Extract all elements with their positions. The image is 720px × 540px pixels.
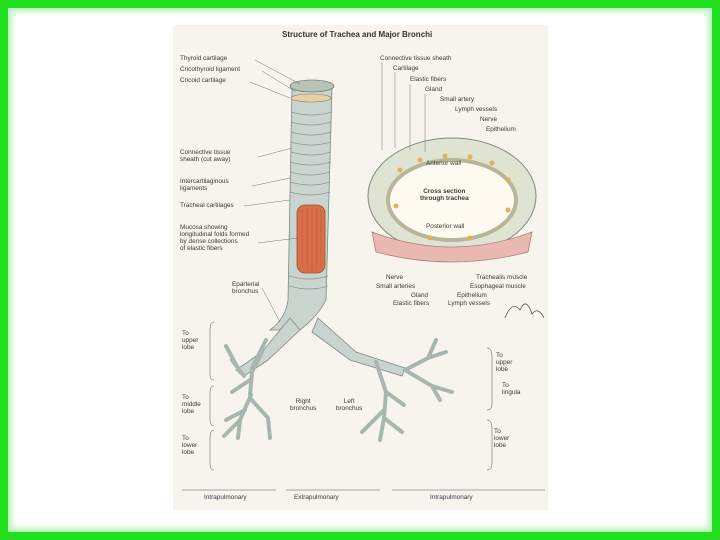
label-small-artery: Small artery	[440, 96, 475, 103]
cross-section-lumen	[386, 158, 518, 242]
illustration-plate	[173, 25, 548, 510]
cricoid-cartilage	[290, 93, 332, 103]
leader-lines	[243, 59, 426, 323]
glands	[393, 153, 511, 241]
label-cricoid-cartilage: Cricoid cartilage	[180, 77, 226, 84]
label-lymph-top: Lymph vessels	[455, 106, 498, 113]
label-connective-sheath: Connective tissue sheath (cut away)	[180, 149, 231, 163]
label-mucosa: Mucosa showing longitudinal folds formed…	[180, 224, 250, 252]
label-cricothyroid-ligament: Cricothyroid ligament	[180, 66, 241, 73]
mucosa-folds	[301, 207, 322, 272]
label-eparterial-bronchus: Eparterial bronchus	[232, 281, 260, 295]
posterior-wall	[371, 231, 533, 263]
label-gland-top: Gland	[425, 86, 443, 93]
label-right-upper-lobe: To upper lobe	[496, 352, 513, 373]
label-elastic-fibers-top: Elastic fibers	[410, 76, 447, 83]
label-left-upper-lobe: To upper lobe	[182, 330, 199, 351]
label-sheath: Connective tissue sheath	[380, 55, 452, 62]
label-lymph-bottom: Lymph vessels	[448, 300, 491, 307]
label-posterior-wall: Posterior wall	[426, 223, 465, 230]
label-intrapulmonary-right: Intrapulmonary	[430, 494, 473, 501]
label-cartilage: Cartilage	[393, 65, 419, 72]
label-trachealis-muscle: Trachealis muscle	[476, 274, 528, 281]
label-anterior-wall: Anterior wall	[426, 160, 462, 167]
right-bronchus	[235, 317, 301, 377]
bronchial-branches	[222, 338, 454, 442]
label-nerve-bottom: Nerve	[386, 274, 404, 281]
label-middle-lobe: To middle lobe	[182, 394, 201, 415]
label-nerve-top: Nerve	[480, 116, 498, 123]
brackets	[182, 321, 545, 491]
label-gland-bottom: Gland	[411, 292, 429, 299]
label-right-bronchus: Right bronchus	[290, 398, 317, 412]
label-intrapulmonary-left: Intrapulmonary	[204, 494, 247, 501]
mucosa-window	[296, 204, 326, 274]
label-left-lower-lobe: To lower lobe	[182, 435, 198, 456]
label-left-bronchus: Left bronchus	[336, 398, 363, 412]
page-title: Structure of Trachea and Major Bronchi	[282, 30, 433, 39]
label-extrapulmonary: Extrapulmonary	[294, 494, 339, 501]
label-epithelium-top: Epithelium	[486, 126, 516, 133]
label-tracheal-cartilages: Tracheal cartilages	[180, 202, 234, 209]
netter-signature	[504, 303, 545, 319]
thyroid-cartilage	[289, 79, 335, 93]
label-thyroid-cartilage: Thyroid cartilage	[180, 55, 228, 62]
label-right-lower-lobe: To lower lobe	[494, 428, 510, 449]
label-elastic-fibers-bottom: Elastic fibers	[393, 300, 430, 307]
label-esophageal-muscle: Esophageal muscle	[470, 283, 526, 290]
label-intercartilaginous: Intercartilaginous ligaments	[180, 178, 229, 192]
label-cross-section: Cross section through trachea	[420, 188, 469, 202]
left-bronchus	[311, 317, 406, 377]
label-lingula: To lingula	[502, 382, 521, 396]
label-small-arteries: Small arteries	[376, 283, 416, 290]
tracheal-rings	[288, 111, 333, 290]
label-epithelium-bottom: Epithelium	[457, 292, 487, 299]
